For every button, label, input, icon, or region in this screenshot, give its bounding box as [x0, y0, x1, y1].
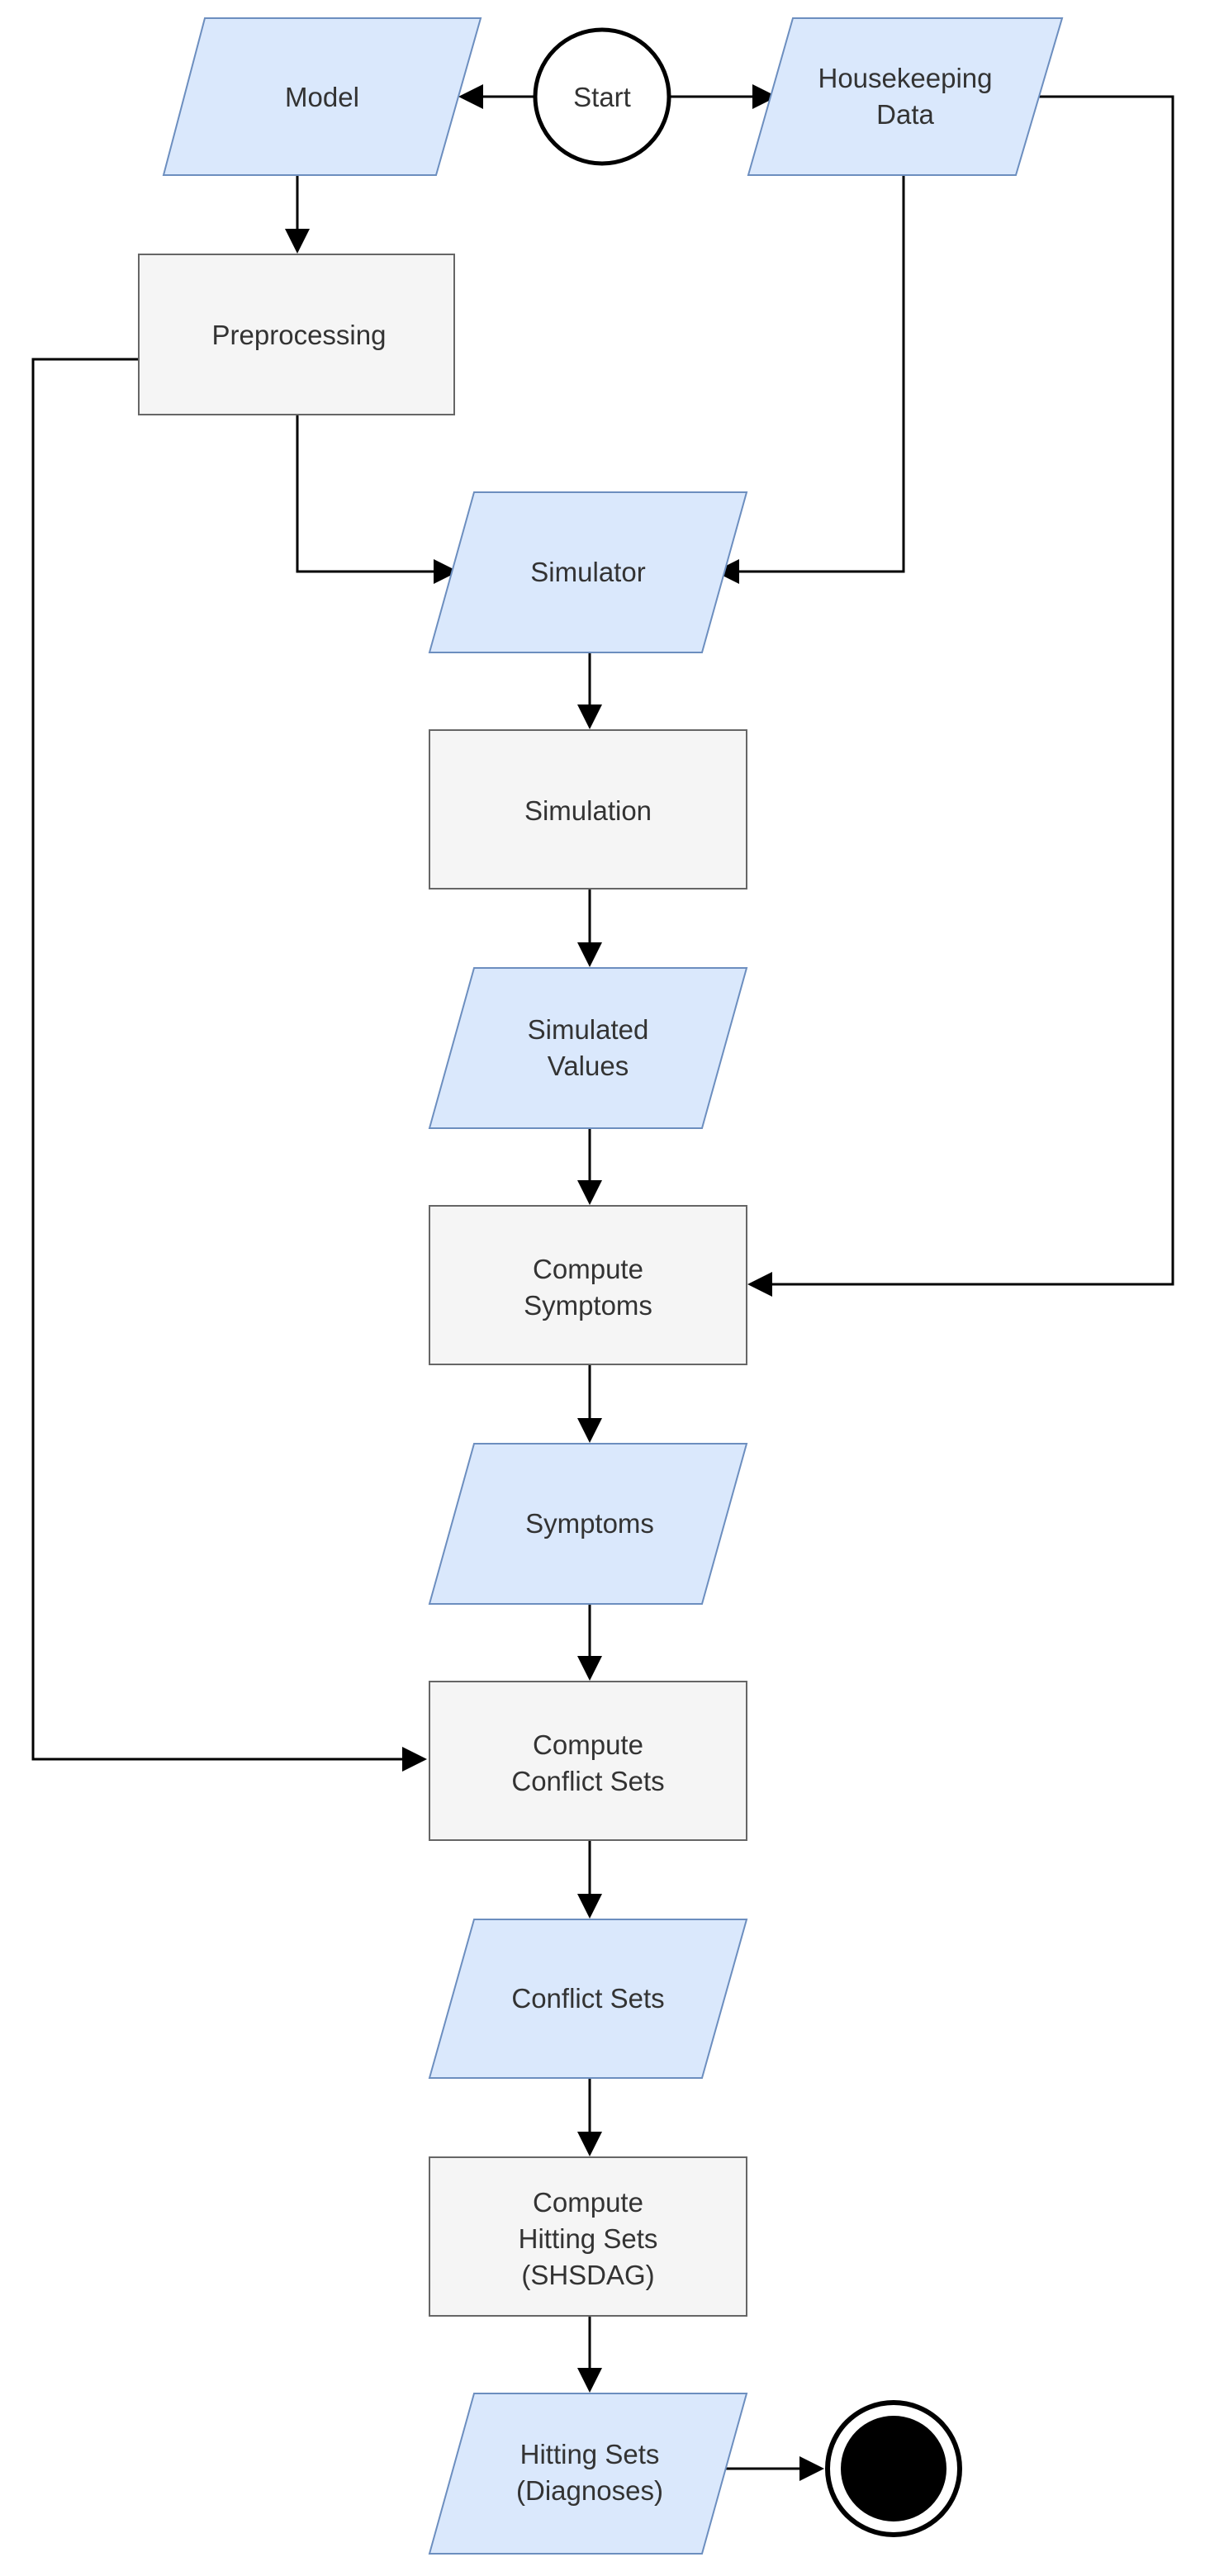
hitting-sets-label-line-1: Hitting Sets: [520, 2439, 660, 2469]
start-label-line-1: Start: [573, 82, 631, 112]
edge-preprocessing-compute-conflict-sets: [31, 358, 427, 1772]
compute-symptoms-label-line-1: Compute: [533, 1254, 643, 1284]
symptoms-label-line-1: Symptoms: [525, 1508, 654, 1539]
compute-hitting-sets-label-line-3: (SHSDAG): [521, 2260, 654, 2290]
simulation-node: Simulation: [429, 729, 747, 890]
housekeeping-data-label-line-2: Data: [876, 99, 934, 130]
hitting-sets-node: Hitting Sets (Diagnoses): [428, 2393, 748, 2555]
hitting-sets-label: Hitting Sets (Diagnoses): [516, 2439, 663, 2506]
simulation-label: Simulation: [524, 795, 652, 826]
conflict-sets-node: Conflict Sets: [428, 1919, 748, 2079]
edges: [31, 84, 1174, 2481]
edge-preprocessing-simulator: [296, 415, 458, 584]
compute-hitting-sets-label-line-1: Compute: [533, 2187, 643, 2218]
edge-housekeeping-compute-symptoms: [747, 95, 1174, 1297]
simulated-values-label-line-1: Simulated: [528, 1014, 649, 1045]
model-label-line-1: Model: [285, 82, 359, 112]
housekeeping-data-label-line-1: Housekeeping: [818, 63, 993, 93]
compute-hitting-sets-label-line-2: Hitting Sets: [519, 2223, 658, 2254]
preprocessing-node: Preprocessing: [138, 254, 455, 415]
preprocessing-label-line-1: Preprocessing: [212, 320, 387, 350]
conflict-sets-label-line-1: Conflict Sets: [511, 1983, 664, 2014]
simulator-label: Simulator: [530, 557, 645, 587]
edge-housekeeping-simulator: [714, 175, 905, 584]
end-node: [825, 2400, 962, 2537]
model-node: Model: [162, 17, 482, 176]
start-node: Start: [533, 27, 671, 166]
model-label: Model: [285, 82, 359, 112]
conflict-sets-label: Conflict Sets: [511, 1983, 664, 2014]
compute-conflict-sets-label-line-2: Conflict Sets: [511, 1766, 664, 1796]
compute-symptoms-label-line-2: Symptoms: [524, 1290, 652, 1321]
simulated-values-label-line-2: Values: [548, 1051, 629, 1081]
hitting-sets-label-line-2: (Diagnoses): [516, 2475, 663, 2506]
compute-conflict-sets-label-line-1: Compute: [533, 1729, 643, 1760]
symptoms-label: Symptoms: [525, 1508, 654, 1539]
simulation-label-line-1: Simulation: [524, 795, 652, 826]
simulator-label-line-1: Simulator: [530, 557, 645, 587]
preprocessing-label: Preprocessing: [212, 320, 387, 350]
start-label: Start: [573, 82, 631, 112]
symptoms-node: Symptoms: [428, 1443, 748, 1605]
simulator-node: Simulator: [428, 491, 748, 653]
